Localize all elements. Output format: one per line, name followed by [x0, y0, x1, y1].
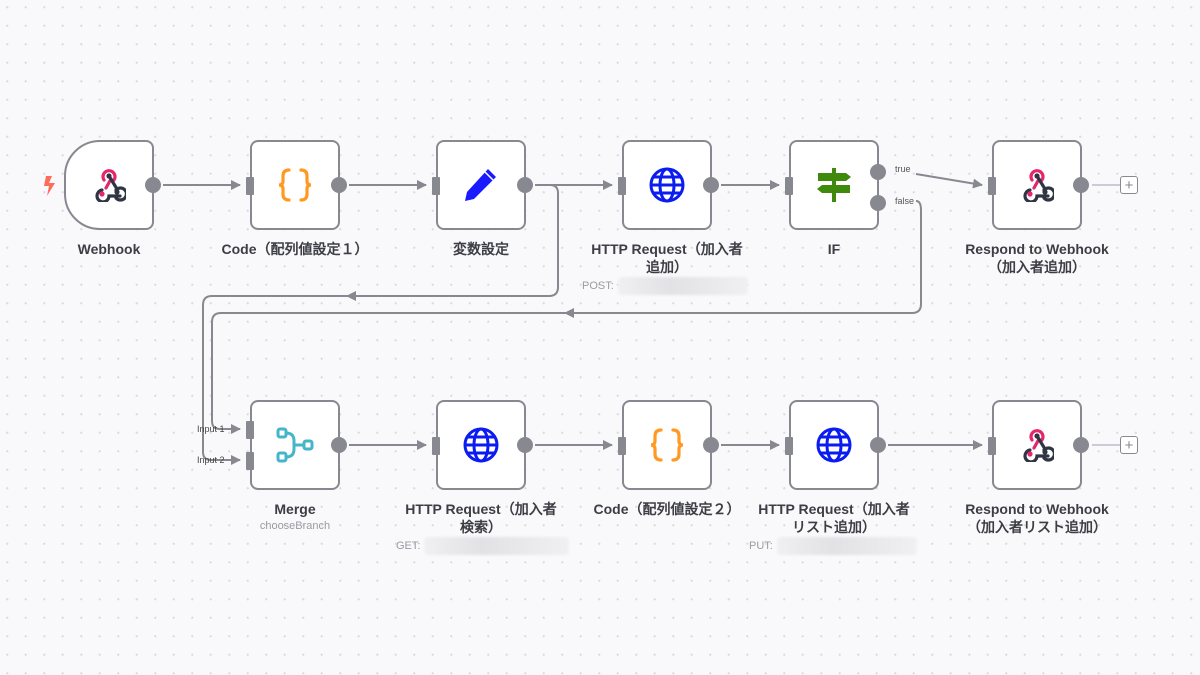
node-label: 変数設定: [453, 241, 509, 257]
label-line: Respond to Webhook: [965, 501, 1109, 517]
http-method: POST:: [582, 280, 614, 292]
node-label: Code（配列値設定２）: [593, 501, 741, 517]
input-handle-1[interactable]: [246, 421, 254, 439]
node-merge[interactable]: [246, 400, 347, 490]
http-method-url: PUT:: [749, 537, 917, 555]
input-handle[interactable]: [785, 177, 793, 195]
node-label: Respond to Webhook （加入者リスト追加）: [937, 500, 1137, 536]
node-label: HTTP Request（加入者 リスト追加）: [734, 500, 934, 536]
merge-input-1-label: Input 1: [197, 424, 225, 434]
node-label: Code（配列値設定１）: [221, 241, 369, 257]
signpost-icon: [815, 166, 853, 204]
input-handle[interactable]: [988, 177, 996, 195]
output-handle[interactable]: [1073, 437, 1089, 453]
label-line: HTTP Request（加入者: [405, 501, 557, 517]
output-handle-false[interactable]: [870, 195, 886, 211]
input-handle[interactable]: [785, 437, 793, 455]
output-handle[interactable]: [331, 437, 347, 453]
redacted-url: [776, 537, 917, 555]
node-respond-webhook-add[interactable]: [988, 140, 1089, 230]
node-http-request-add[interactable]: [618, 140, 719, 230]
http-method: PUT:: [749, 540, 773, 552]
input-handle-2[interactable]: [246, 452, 254, 470]
pencil-icon: [461, 165, 501, 205]
node-label: Merge: [274, 501, 316, 517]
label-line: （加入者リスト追加）: [967, 519, 1107, 535]
webhook-icon: [1020, 168, 1054, 202]
code-braces-icon: [647, 425, 687, 465]
node-set-variables[interactable]: [432, 140, 533, 230]
label-line: 検索）: [460, 519, 502, 535]
output-handle[interactable]: [517, 177, 533, 193]
label-line: リスト追加）: [792, 519, 876, 535]
merge-icon: [275, 425, 315, 465]
input-handle[interactable]: [246, 177, 254, 195]
output-handle[interactable]: [870, 437, 886, 453]
node-if[interactable]: [785, 140, 886, 230]
label-line: HTTP Request（加入者: [591, 241, 743, 257]
input-handle[interactable]: [988, 437, 996, 455]
code-braces-icon: [275, 165, 315, 205]
redacted-url: [617, 277, 748, 295]
output-handle[interactable]: [703, 437, 719, 453]
globe-icon: [648, 166, 686, 204]
redacted-url: [424, 537, 570, 555]
http-method-url: GET:: [396, 537, 570, 555]
edge-if-true-respond1[interactable]: [915, 173, 983, 189]
midline-arrow: [564, 308, 574, 318]
input-handle[interactable]: [618, 437, 626, 455]
node-webhook[interactable]: [64, 140, 161, 230]
input-handle[interactable]: [432, 177, 440, 195]
webhook-icon: [1020, 428, 1054, 462]
globe-icon: [815, 426, 853, 464]
input-handle[interactable]: [618, 177, 626, 195]
output-handle[interactable]: [331, 177, 347, 193]
output-handle[interactable]: [703, 177, 719, 193]
output-handle[interactable]: [517, 437, 533, 453]
add-node-button[interactable]: +: [1120, 436, 1138, 454]
node-respond-webhook-list[interactable]: [988, 400, 1089, 490]
label-line: （加入者追加）: [988, 259, 1086, 275]
node-label: HTTP Request（加入者 追加）: [567, 240, 767, 276]
label-line: Respond to Webhook: [965, 241, 1109, 257]
webhook-icon: [92, 168, 126, 202]
node-code1[interactable]: [246, 140, 347, 230]
label-line: 追加）: [646, 259, 688, 275]
edge-if-false-merge-input1[interactable]: [211, 200, 922, 434]
http-method-url: POST:: [582, 277, 748, 295]
label-line: HTTP Request（加入者: [758, 501, 910, 517]
output-handle[interactable]: [1073, 177, 1089, 193]
globe-icon: [462, 426, 500, 464]
http-method: GET:: [396, 540, 421, 552]
node-label: HTTP Request（加入者 検索）: [381, 500, 581, 536]
branch-label-true: true: [895, 164, 911, 174]
node-sublabel: chooseBranch: [259, 520, 331, 532]
node-label: Respond to Webhook （加入者追加）: [937, 240, 1137, 276]
node-label: IF: [827, 241, 841, 257]
node-http-request-search[interactable]: [432, 400, 533, 490]
merge-input-2-label: Input 2: [197, 455, 225, 465]
node-label: Webhook: [77, 241, 141, 257]
edge-setvars-merge-input2[interactable]: [202, 184, 559, 465]
node-http-request-list[interactable]: [785, 400, 886, 490]
output-handle[interactable]: [145, 177, 161, 193]
midline-arrow: [346, 291, 356, 301]
add-node-button[interactable]: +: [1120, 176, 1138, 194]
output-handle-true[interactable]: [870, 164, 886, 180]
trigger-bolt-icon: [44, 176, 55, 196]
node-code2[interactable]: [618, 400, 719, 490]
branch-label-false: false: [895, 196, 915, 206]
input-handle[interactable]: [432, 437, 440, 455]
